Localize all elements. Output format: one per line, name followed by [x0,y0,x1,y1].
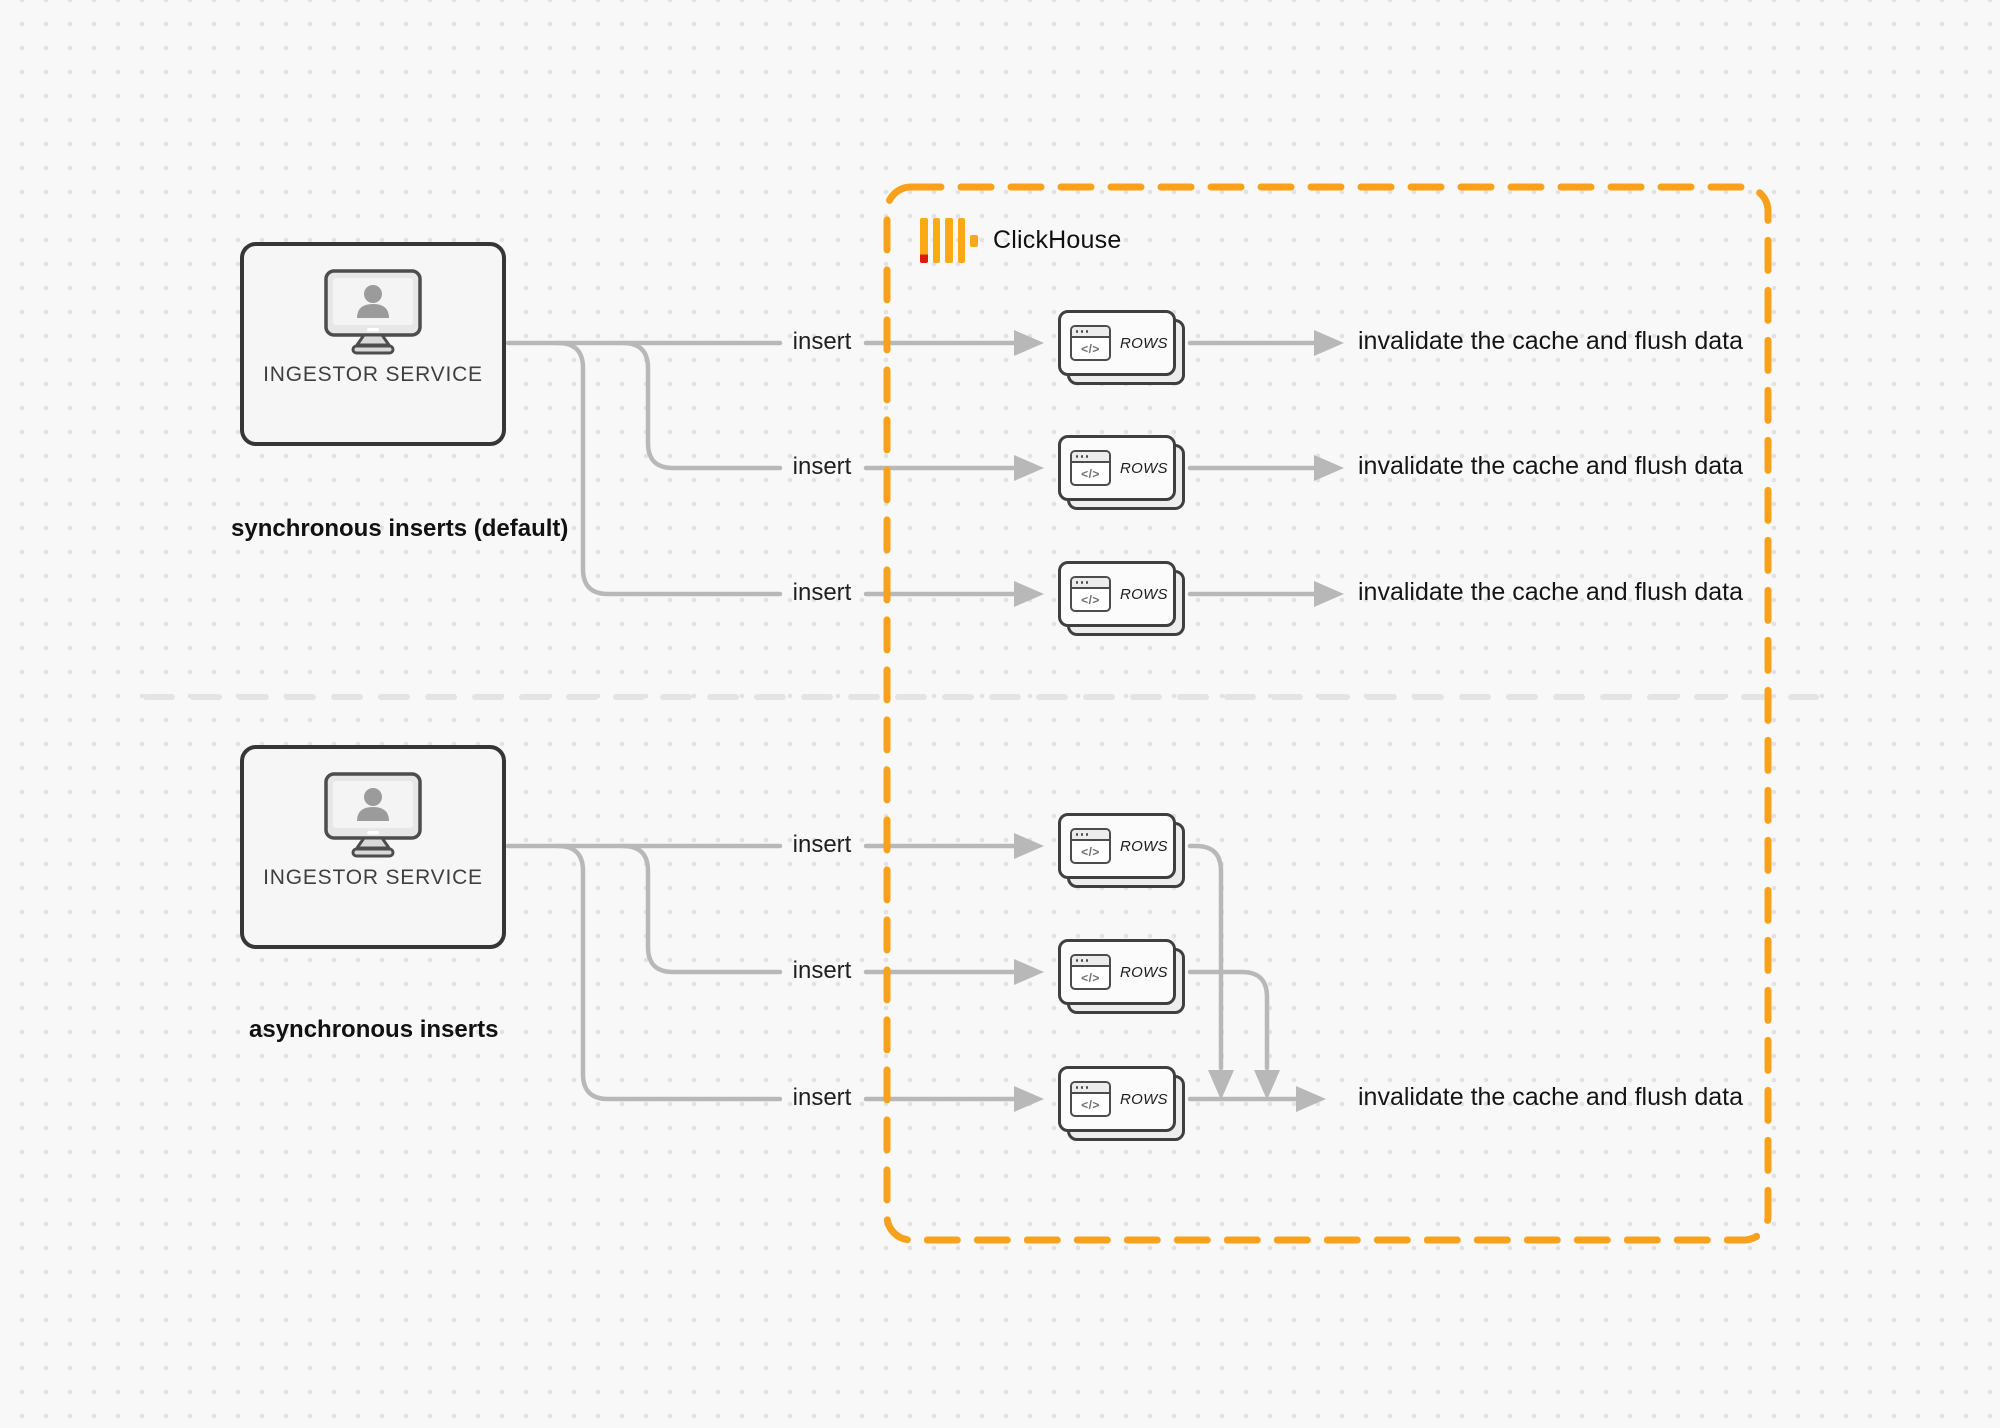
section-caption-sync: synchronous inserts (default) [231,515,569,542]
clickhouse-title: ClickHouse [993,226,1122,254]
code-glyph: </> [1081,1097,1100,1112]
rows-label: ROWS [1120,1090,1168,1108]
rows-card: </> ROWS [1058,813,1185,888]
browser-code-icon: </> [1070,1081,1111,1117]
browser-code-icon: </> [1070,828,1111,864]
insert-label: insert [792,1084,852,1111]
rows-card: </> ROWS [1058,435,1185,510]
rows-card: </> ROWS [1058,1066,1185,1141]
rows-label: ROWS [1120,963,1168,981]
code-glyph: </> [1081,844,1100,859]
ingestor-service-box-sync: INGESTOR SERVICE [240,242,506,446]
browser-icon-titlebar [1072,956,1109,967]
browser-code-icon: </> [1070,576,1111,612]
browser-icon-titlebar [1072,830,1109,841]
rows-card-front: </> ROWS [1058,561,1176,627]
rows-label: ROWS [1120,334,1168,352]
insert-label: insert [792,328,852,355]
rows-card: </> ROWS [1058,561,1185,636]
browser-icon-titlebar [1072,1083,1109,1094]
clickhouse-logo-bar [932,218,940,263]
insert-label: insert [792,453,852,480]
rows-card: </> ROWS [1058,310,1185,385]
rows-label: ROWS [1120,459,1168,477]
code-glyph: </> [1081,592,1100,607]
rows-card-front: </> ROWS [1058,1066,1176,1132]
browser-icon-titlebar [1072,327,1109,338]
rows-card: </> ROWS [1058,939,1185,1014]
monitor-user-icon [324,772,422,858]
rows-card-front: </> ROWS [1058,435,1176,501]
insert-label: insert [792,831,852,858]
ingestor-service-box-async: INGESTOR SERVICE [240,745,506,949]
rows-label: ROWS [1120,837,1168,855]
browser-icon-titlebar [1072,578,1109,589]
async-connectors [505,833,1326,1112]
clickhouse-logo-bar [945,218,953,263]
rows-card-front: </> ROWS [1058,310,1176,376]
outcome-label: invalidate the cache and flush data [1358,452,1743,480]
browser-icon-titlebar [1072,452,1109,463]
clickhouse-logo-bar [970,234,978,247]
ingestor-service-label: INGESTOR SERVICE [263,363,483,386]
insert-label: insert [792,957,852,984]
clickhouse-logo-bar [957,218,965,263]
sync-connectors [505,330,1344,607]
code-glyph: </> [1081,466,1100,481]
outcome-label: invalidate the cache and flush data [1358,578,1743,606]
rows-label: ROWS [1120,585,1168,603]
browser-code-icon: </> [1070,954,1111,990]
insert-label: insert [792,579,852,606]
rows-card-front: </> ROWS [1058,939,1176,1005]
code-glyph: </> [1081,970,1100,985]
section-caption-async: asynchronous inserts [249,1016,499,1043]
outcome-label: invalidate the cache and flush data [1358,1083,1743,1111]
clickhouse-logo [920,218,978,263]
outcome-label: invalidate the cache and flush data [1358,327,1743,355]
monitor-user-icon [324,269,422,355]
code-glyph: </> [1081,341,1100,356]
browser-code-icon: </> [1070,325,1111,361]
browser-code-icon: </> [1070,450,1111,486]
clickhouse-dashed-border [883,183,1772,1244]
ingestor-service-label: INGESTOR SERVICE [263,866,483,889]
rows-card-front: </> ROWS [1058,813,1176,879]
clickhouse-logo-bar [920,218,928,263]
